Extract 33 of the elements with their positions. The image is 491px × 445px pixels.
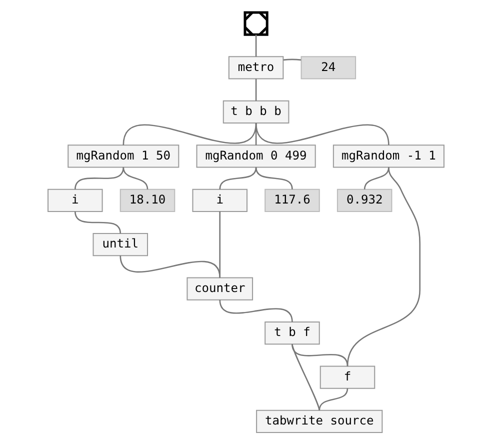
connector bbox=[291, 344, 320, 411]
connector bbox=[119, 256, 220, 278]
node-box: mgRandom 0 499 bbox=[196, 144, 316, 168]
connector bbox=[318, 388, 348, 411]
node-box: mgRandom -1 1 bbox=[332, 144, 444, 168]
connector bbox=[74, 211, 121, 234]
connector bbox=[122, 122, 256, 146]
connector bbox=[254, 167, 292, 190]
node-box: metro bbox=[228, 56, 284, 80]
connector bbox=[282, 58, 301, 61]
node-box: 0.932 bbox=[336, 188, 392, 212]
connector bbox=[291, 344, 348, 366]
node-box: i bbox=[47, 188, 102, 212]
connector bbox=[122, 167, 148, 190]
node-box: 18.10 bbox=[119, 188, 175, 212]
connector bbox=[74, 167, 124, 190]
node-box: t b b b bbox=[222, 100, 289, 124]
node-box: 24 bbox=[300, 56, 356, 80]
connector bbox=[363, 167, 389, 190]
node-box: t b f bbox=[264, 322, 320, 345]
connector bbox=[218, 300, 292, 322]
connector bbox=[254, 78, 256, 101]
node-box: i bbox=[192, 188, 247, 212]
connector bbox=[218, 167, 256, 190]
connector bbox=[254, 122, 389, 146]
connector bbox=[346, 167, 420, 366]
connector bbox=[254, 34, 256, 57]
node-box: counter bbox=[186, 277, 253, 300]
node-box: tabwrite source bbox=[256, 410, 382, 434]
node-box: 117.6 bbox=[264, 188, 320, 212]
node-box: until bbox=[92, 233, 148, 256]
node-box: mgRandom 1 50 bbox=[67, 144, 179, 168]
node-box: f bbox=[319, 366, 375, 389]
